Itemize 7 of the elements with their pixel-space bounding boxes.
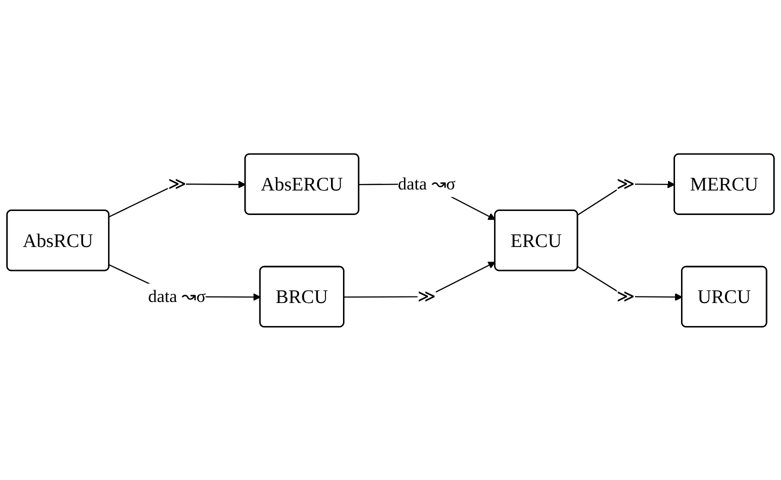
edge-label: ≫ xyxy=(616,174,636,194)
edge-label: ≫ xyxy=(168,174,186,194)
edge-label: data ↝σ xyxy=(148,286,206,306)
edge-label: ≫ xyxy=(418,286,436,306)
edge-label: ≫ xyxy=(616,286,636,306)
edge-label: data ↝σ xyxy=(398,174,456,194)
arrow xyxy=(344,261,496,298)
